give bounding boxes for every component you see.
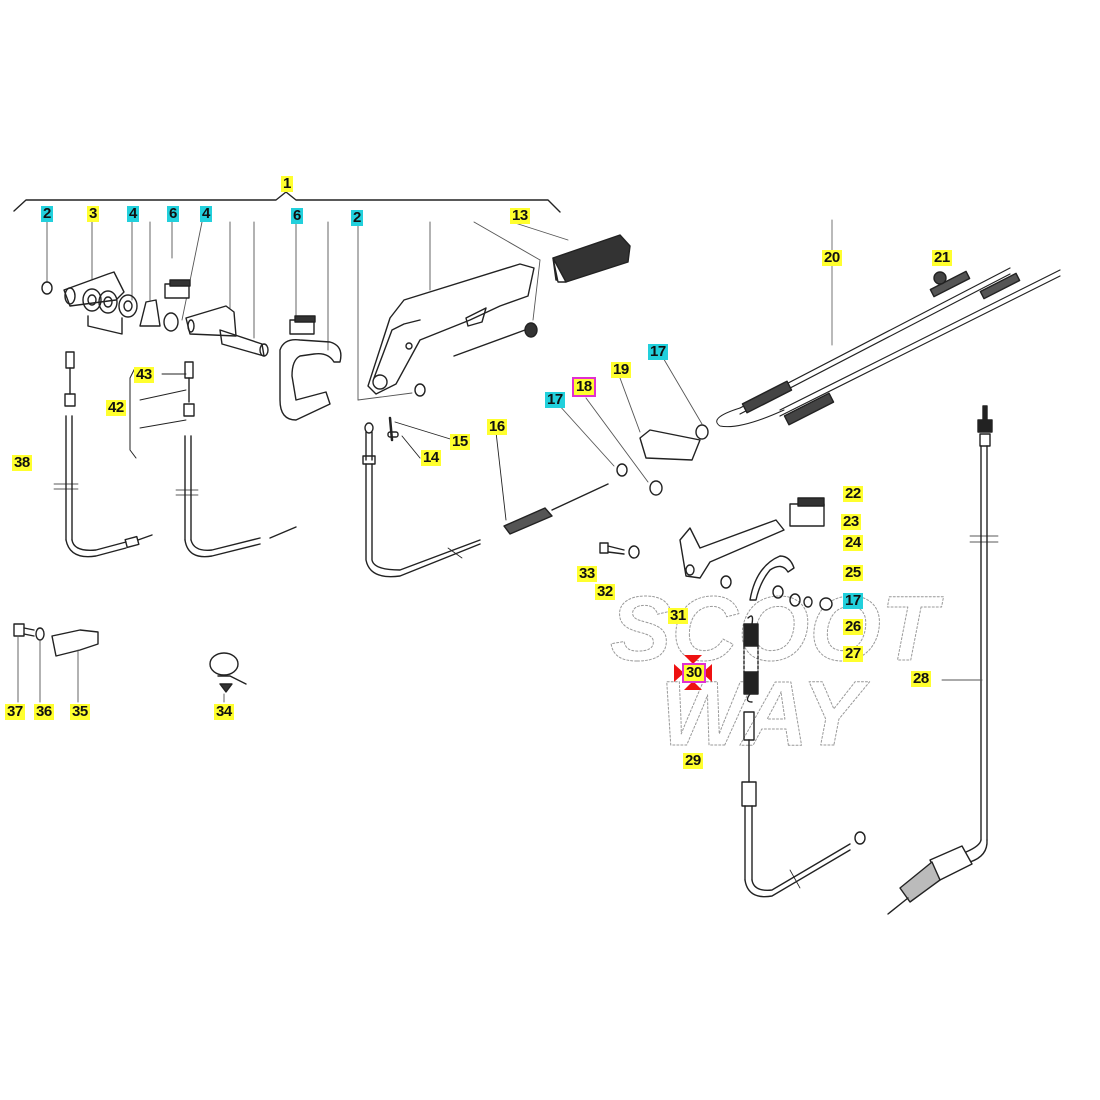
callout-18-selected[interactable]: 18	[572, 377, 596, 397]
callout-2[interactable]: 2	[41, 205, 53, 222]
callout-17[interactable]: 17	[648, 343, 668, 360]
callout-21[interactable]: 21	[932, 249, 952, 266]
callout-14[interactable]: 14	[421, 449, 441, 466]
cable-part-28	[887, 405, 999, 915]
callout-22[interactable]: 22	[843, 485, 863, 502]
washer-part-2	[41, 281, 53, 295]
callout-38[interactable]: 38	[12, 454, 32, 471]
washer-part-26	[803, 596, 813, 608]
callout-30-selected[interactable]: 30	[682, 663, 706, 683]
callout-24[interactable]: 24	[843, 534, 863, 551]
clip-part	[139, 299, 161, 327]
handbrake-lever	[367, 263, 535, 395]
callout-13[interactable]: 13	[510, 207, 530, 224]
marker-arrow-down-icon	[684, 655, 702, 664]
callout-26[interactable]: 26	[843, 618, 863, 635]
cable-part-29	[741, 711, 866, 898]
clamp-part-34	[209, 652, 247, 693]
callout-16[interactable]: 16	[487, 418, 507, 435]
arm-part-23	[679, 519, 785, 579]
pin-lever	[185, 305, 269, 357]
washer-part-4	[163, 312, 179, 332]
callout-2[interactable]: 2	[351, 209, 363, 226]
callout-42[interactable]: 42	[106, 399, 126, 416]
callout-23[interactable]: 23	[841, 513, 861, 530]
leader-lines-bottom	[17, 635, 225, 703]
callout-35[interactable]: 35	[70, 703, 90, 720]
cable-part-42	[129, 361, 297, 558]
spring-part-30	[743, 615, 759, 703]
c-bracket	[279, 339, 342, 421]
callout-20[interactable]: 20	[822, 249, 842, 266]
washer-part-31	[720, 575, 732, 589]
nut-part-17a	[616, 463, 628, 477]
callout-6[interactable]: 6	[291, 207, 303, 224]
marker-arrow-up-icon	[684, 681, 702, 690]
callout-32[interactable]: 32	[595, 583, 615, 600]
leader-lines-mid	[557, 355, 703, 483]
cable-part-20	[716, 219, 1061, 428]
callout-25[interactable]: 25	[843, 564, 863, 581]
callout-43[interactable]: 43	[134, 366, 154, 383]
hook-part-24	[749, 555, 795, 601]
washer-part-27	[789, 593, 801, 607]
callout-4[interactable]: 4	[200, 205, 212, 222]
callout-3[interactable]: 3	[87, 205, 99, 222]
callout-19[interactable]: 19	[611, 361, 631, 378]
callout-17[interactable]: 17	[545, 391, 565, 408]
bolt-part-33	[599, 542, 625, 555]
plate-part-3	[63, 271, 138, 335]
callout-1[interactable]: 1	[281, 175, 293, 192]
callout-37[interactable]: 37	[5, 703, 25, 720]
marker-arrow-right-icon	[674, 664, 684, 682]
cable-part-16	[362, 416, 609, 578]
callout-36[interactable]: 36	[34, 703, 54, 720]
block-part-22	[789, 497, 825, 527]
callout-17[interactable]: 17	[843, 592, 863, 609]
leader-lines-top	[46, 221, 569, 401]
block-part-6a	[164, 279, 191, 299]
grip-part-13	[552, 234, 631, 283]
callout-34[interactable]: 34	[214, 703, 234, 720]
callout-33[interactable]: 33	[577, 565, 597, 582]
block-part-6b	[289, 315, 316, 335]
bushing-part-18	[649, 480, 663, 496]
washer-part-2b	[414, 383, 426, 397]
callout-4[interactable]: 4	[127, 205, 139, 222]
segment-part-19	[639, 429, 701, 461]
pushrod	[453, 329, 526, 357]
marker-arrow-left-icon	[702, 664, 712, 682]
callout-15[interactable]: 15	[450, 433, 470, 450]
bushing-part-25	[772, 585, 784, 599]
bracket-part-35	[51, 629, 99, 657]
watermark-line-1: SCOOT	[610, 578, 944, 680]
washer-part-32	[628, 545, 640, 559]
assembly-bracket	[13, 191, 561, 213]
cable-part-38	[53, 351, 153, 558]
bolt-part-37	[13, 623, 35, 637]
nut-part-21	[933, 271, 947, 285]
callout-29[interactable]: 29	[683, 752, 703, 769]
nut-part-17c	[819, 597, 833, 611]
callout-31[interactable]: 31	[668, 607, 688, 624]
callout-6[interactable]: 6	[167, 205, 179, 222]
callout-27[interactable]: 27	[843, 645, 863, 662]
callout-28[interactable]: 28	[911, 670, 931, 687]
nut-part-17b	[695, 424, 709, 440]
